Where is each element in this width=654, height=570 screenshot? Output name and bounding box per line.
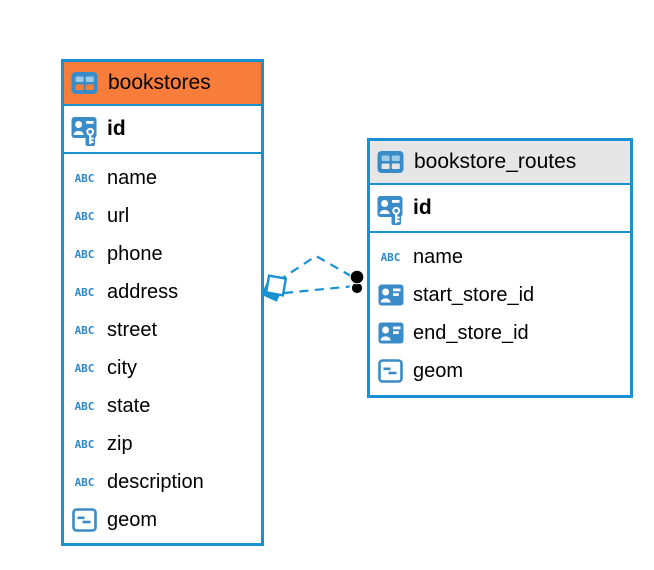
column-label: start_store_id [413, 283, 535, 306]
geometry-square-icon [71, 508, 98, 532]
col-bookstores-zip[interactable]: ABC zip [64, 425, 261, 463]
col-routes-name[interactable]: ABC name [370, 238, 630, 276]
column-label: description [107, 470, 204, 493]
col-bookstores-name[interactable]: ABC name [64, 159, 261, 197]
pk-row-bookstore-routes-id[interactable]: id [370, 185, 630, 233]
col-routes-end-store-id[interactable]: end_store_id [370, 314, 630, 352]
abc-icon: ABC [74, 285, 95, 299]
id-card-key-icon [377, 190, 404, 226]
table-grid-icon [71, 71, 98, 95]
abc-icon: ABC [74, 437, 95, 451]
table-header-bookstores[interactable]: bookstores [64, 62, 261, 106]
abc-icon: ABC [74, 399, 95, 413]
col-bookstores-phone[interactable]: ABC phone [64, 235, 261, 273]
col-bookstores-address[interactable]: ABC address [64, 273, 261, 311]
entity-bookstore-routes[interactable]: bookstore_routes id ABC name start_store… [367, 138, 633, 398]
dot-marker-1 [349, 269, 365, 285]
column-label: address [107, 280, 179, 303]
pk-column-label: id [413, 196, 432, 219]
col-bookstores-description[interactable]: ABC description [64, 463, 261, 501]
abc-icon: ABC [380, 250, 401, 264]
pk-row-bookstores-id[interactable]: id [64, 106, 261, 154]
abc-icon: ABC [74, 323, 95, 337]
column-list-bookstore-routes: ABC name start_store_id end_store_id ge [370, 233, 630, 395]
column-label: phone [107, 242, 163, 265]
abc-icon: ABC [74, 361, 95, 375]
relationship-line-2[interactable] [283, 285, 351, 295]
column-label: url [107, 204, 130, 227]
entity-bookstores[interactable]: bookstores id ABC name ABC url ABC phone… [61, 59, 264, 546]
column-label: end_store_id [413, 321, 529, 344]
table-grid-icon [377, 150, 404, 174]
relationship-line-1[interactable] [277, 254, 352, 282]
column-label: state [107, 394, 151, 417]
diamond-marker [261, 274, 288, 302]
id-card-key-icon [71, 111, 98, 147]
col-bookstores-url[interactable]: ABC url [64, 197, 261, 235]
table-header-bookstore-routes[interactable]: bookstore_routes [370, 141, 630, 185]
column-label: geom [107, 508, 158, 531]
pk-column-label: id [107, 117, 126, 140]
column-label: city [107, 356, 137, 379]
dot-markers [349, 269, 365, 296]
column-label: name [413, 245, 464, 268]
column-label: zip [107, 432, 133, 455]
col-bookstores-state[interactable]: ABC state [64, 387, 261, 425]
column-list-bookstores: ABC name ABC url ABC phone ABC address A… [64, 154, 261, 544]
abc-icon: ABC [74, 171, 95, 185]
id-card-icon [377, 284, 404, 306]
column-label: name [107, 166, 158, 189]
col-bookstores-geom[interactable]: geom [64, 501, 261, 539]
id-card-icon [377, 322, 404, 344]
col-routes-start-store-id[interactable]: start_store_id [370, 276, 630, 314]
abc-icon: ABC [74, 209, 95, 223]
table-title: bookstore_routes [414, 150, 577, 173]
abc-icon: ABC [74, 247, 95, 261]
col-routes-geom[interactable]: geom [370, 352, 630, 390]
col-bookstores-city[interactable]: ABC city [64, 349, 261, 387]
column-label: street [107, 318, 158, 341]
abc-icon: ABC [74, 475, 95, 489]
table-title: bookstores [108, 71, 211, 94]
column-label: geom [413, 359, 464, 382]
col-bookstores-street[interactable]: ABC street [64, 311, 261, 349]
geometry-square-icon [377, 359, 404, 383]
